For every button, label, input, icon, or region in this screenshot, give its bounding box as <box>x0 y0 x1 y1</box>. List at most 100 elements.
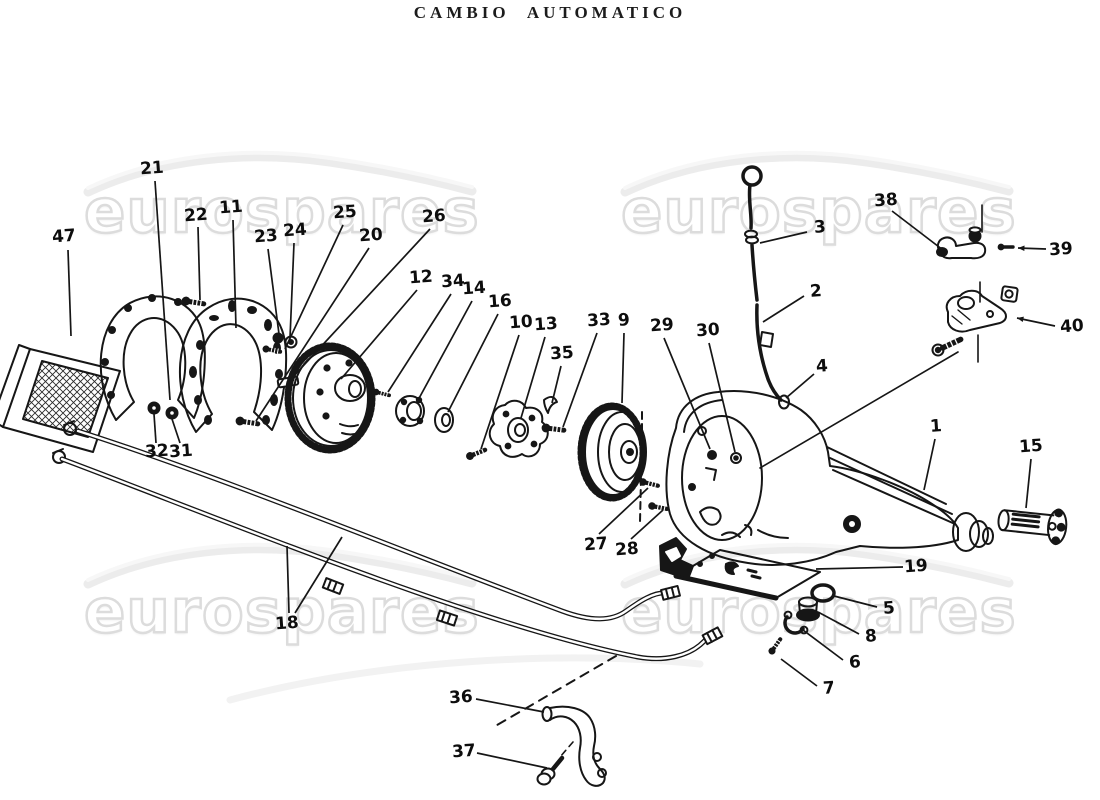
leader-arrow-39 <box>1018 245 1025 251</box>
leader-line-12 <box>340 289 418 380</box>
o-ring-5 <box>810 583 836 603</box>
leader-line-20 <box>255 247 370 422</box>
part-label-6[interactable]: 6 <box>848 652 862 673</box>
part-label-40[interactable]: 40 <box>1059 315 1085 338</box>
screw-39 <box>997 243 1015 251</box>
part-label-13[interactable]: 13 <box>533 313 559 336</box>
leader-line-2 <box>762 295 805 323</box>
cap-8 <box>796 596 820 622</box>
part-label-5[interactable]: 5 <box>882 598 896 619</box>
part-label-30[interactable]: 30 <box>695 319 721 342</box>
front-plate <box>99 294 206 421</box>
leader-line-38 <box>891 210 944 251</box>
part-label-15[interactable]: 15 <box>1018 435 1044 458</box>
mount-bolt <box>931 336 964 357</box>
bracket-36 <box>541 705 607 787</box>
part-label-47[interactable]: 47 <box>51 225 77 248</box>
key-35 <box>543 396 558 414</box>
part-label-36[interactable]: 36 <box>448 686 474 709</box>
nut-23 <box>272 332 284 344</box>
leader-line-22 <box>197 226 201 301</box>
leader-line-1 <box>923 438 936 491</box>
leader-line-31 <box>171 418 181 444</box>
part-label-26[interactable]: 26 <box>421 205 447 228</box>
washer-31 <box>165 406 179 420</box>
part-label-31[interactable]: 31 <box>168 440 194 463</box>
bolt-37 <box>536 755 565 786</box>
shift-lever-38 <box>936 204 987 363</box>
mount-position-line <box>759 351 959 469</box>
part-label-10[interactable]: 10 <box>508 311 534 334</box>
part-label-8[interactable]: 8 <box>864 626 878 647</box>
part-label-27[interactable]: 27 <box>583 533 609 556</box>
spider-plate-13 <box>488 399 549 458</box>
leader-line-18 <box>286 545 290 614</box>
part-label-28[interactable]: 28 <box>614 538 640 561</box>
part-label-23[interactable]: 23 <box>253 225 279 248</box>
leader-line-18 <box>294 536 343 614</box>
part-label-14[interactable]: 14 <box>461 277 487 300</box>
leader-line-33 <box>562 332 598 428</box>
part-label-18[interactable]: 18 <box>274 612 300 635</box>
part-label-3[interactable]: 3 <box>813 217 827 238</box>
hub-14 <box>395 395 425 427</box>
rear-mount-bracket <box>659 537 694 580</box>
alignment-dash-line <box>491 655 617 729</box>
washer-32 <box>147 401 161 415</box>
dipstick <box>741 165 763 302</box>
grommet-4 <box>778 394 790 410</box>
oil-cooler: ? <box>0 344 121 453</box>
part-label-20[interactable]: 20 <box>358 224 384 247</box>
leader-line-47 <box>67 249 72 337</box>
leader-line-25 <box>284 224 344 350</box>
part-label-35[interactable]: 35 <box>549 342 575 365</box>
page-title: CAMBIO AUTOMATICO <box>413 3 687 22</box>
leader-line-6 <box>802 629 844 661</box>
leader-line-34 <box>387 293 452 393</box>
square-nut <box>1000 285 1019 303</box>
leader-line-8 <box>817 611 860 635</box>
part-label-16[interactable]: 16 <box>487 290 513 313</box>
leader-line-27 <box>598 487 649 535</box>
leader-line-10 <box>480 334 520 450</box>
part-label-32[interactable]: 32 <box>144 440 170 463</box>
oil-cooler-fittings <box>52 420 77 464</box>
gasket-plate <box>178 297 288 433</box>
leader-line-15 <box>1025 458 1032 509</box>
clamp-6 <box>783 610 809 635</box>
leader-line-40 <box>1016 317 1056 327</box>
leader-line-26 <box>290 228 431 380</box>
part-label-37[interactable]: 37 <box>451 740 477 763</box>
pan-gasket-19 <box>673 549 821 601</box>
part-label-24[interactable]: 24 <box>282 219 308 242</box>
part-label-21[interactable]: 21 <box>139 157 165 180</box>
part-label-9[interactable]: 9 <box>617 310 631 331</box>
leader-line-24 <box>289 242 295 339</box>
part-label-39[interactable]: 39 <box>1048 238 1074 261</box>
part-label-22[interactable]: 22 <box>183 204 209 227</box>
part-label-12[interactable]: 12 <box>408 266 434 289</box>
leader-line-7 <box>780 658 818 687</box>
watermark-text: eurospares <box>83 175 480 249</box>
part-label-25[interactable]: 25 <box>332 201 358 224</box>
part-label-4[interactable]: 4 <box>815 356 829 377</box>
cooler-pipes <box>59 428 724 662</box>
part-label-33[interactable]: 33 <box>586 309 612 332</box>
part-label-38[interactable]: 38 <box>873 189 899 212</box>
part-label-11[interactable]: 11 <box>218 196 244 219</box>
part-label-1[interactable]: 1 <box>929 416 943 437</box>
leader-line-36 <box>475 698 545 713</box>
washer-16 <box>434 407 454 433</box>
filler-tube <box>755 303 783 402</box>
leader-line-14 <box>416 300 473 403</box>
leader-line-29 <box>663 337 711 450</box>
bracket-dash-line <box>559 741 574 758</box>
leader-line-37 <box>476 752 548 769</box>
part-label-2[interactable]: 2 <box>809 281 823 302</box>
transmission-case <box>665 389 994 566</box>
part-label-19[interactable]: 19 <box>903 555 929 578</box>
part-label-29[interactable]: 29 <box>649 314 675 337</box>
part-label-7[interactable]: 7 <box>822 678 836 699</box>
